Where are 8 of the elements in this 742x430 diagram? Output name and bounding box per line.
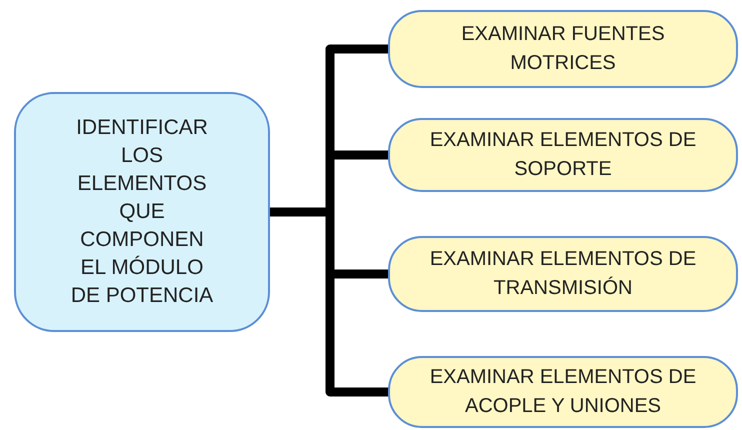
node-text: EXAMINAR ELEMENTOS DE SOPORTE — [428, 128, 698, 182]
subtask-box — [388, 236, 738, 312]
node-text: EXAMINAR ELEMENTOS DE TRANSMISIÓN — [428, 247, 698, 301]
node-text: EXAMINAR FUENTES MOTRICES — [460, 22, 666, 76]
node-text: EXAMINAR ELEMENTOS DE ACOPLE Y UNIONES — [428, 365, 698, 419]
main-task-box — [14, 92, 270, 332]
node-text: IDENTIFICAR LOS ELEMENTOS QUE COMPONEN EL MÓDULO DE POTENCIA — [70, 115, 214, 309]
subtask-box — [388, 10, 738, 88]
